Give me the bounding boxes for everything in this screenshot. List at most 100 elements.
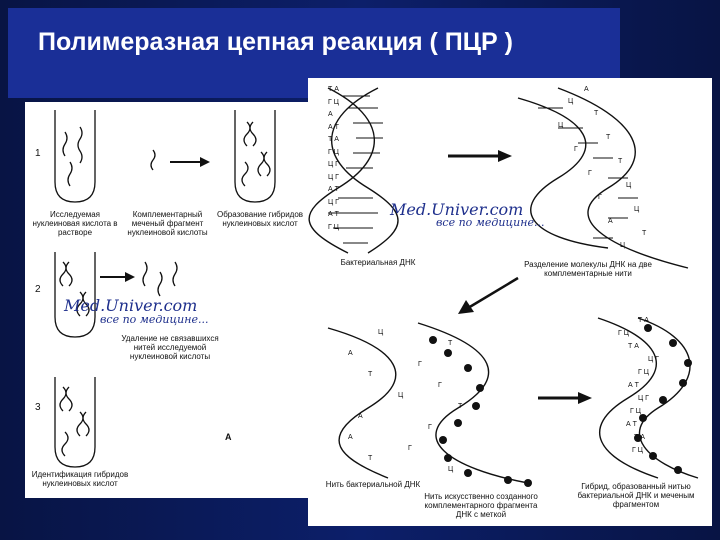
label-hybrid: Гибрид, образованный нитью бактериальной…	[577, 482, 695, 509]
base-label: А Т	[628, 382, 639, 389]
hybrid	[59, 261, 73, 287]
label-step1-fragment: Комплементарный меченый фрагмент нуклеин…	[127, 210, 208, 237]
step-number-3: 3	[35, 402, 41, 413]
helix-strand	[637, 317, 699, 479]
base-label: Г	[598, 194, 602, 201]
base-label: Т	[618, 158, 623, 165]
label-dots	[634, 324, 692, 474]
strand	[142, 261, 148, 287]
letter-a: А	[225, 432, 232, 442]
arrow-top-head	[498, 150, 512, 162]
bases-top-right: А Ц Т Ц Т Г Т Г Ц Г Ц А Т Ц	[538, 84, 688, 252]
base-label: Ц	[620, 242, 626, 249]
base-label: Г Ц	[328, 148, 339, 156]
base-label: Т	[606, 134, 611, 141]
strand	[77, 126, 83, 164]
base-label: Г	[408, 444, 412, 452]
base-label: Г	[438, 381, 442, 389]
label-bacterial-strand: Нить бактериальной ДНК	[325, 480, 421, 489]
strand	[62, 131, 68, 157]
label-artificial-strand: Нить искусственно созданного комплемента…	[424, 492, 538, 519]
base-label: Г Ц	[328, 223, 339, 231]
base-label: Т	[594, 110, 599, 117]
base-label: Ц	[568, 98, 574, 105]
base-label: Ц	[634, 206, 640, 213]
base-label: А	[348, 434, 353, 441]
base-label: Г	[574, 146, 578, 153]
base-label: Т А	[628, 343, 639, 350]
bases-bottom-right: Т А Г Ц Т А Ц Г Г Ц А Т Ц Г Г Ц А Т Т А …	[608, 314, 698, 457]
base-label: Ц	[398, 392, 404, 399]
watermark-left-sub: все по медицине...	[100, 313, 209, 326]
label-bacterial-dna: Бактериальная ДНК	[340, 258, 416, 267]
bases-bottom-left: Ц Т А Г Т Г Ц Т А Г А Г Т Ц	[338, 328, 488, 475]
base-label: А Т	[328, 211, 339, 218]
base-label: Т А	[328, 136, 339, 143]
right-figure-drawing	[308, 87, 699, 487]
base-label: А	[358, 413, 363, 420]
base-label: Т	[368, 371, 373, 378]
base-label: А	[584, 86, 589, 93]
base-label: Т	[458, 402, 463, 410]
bases-top-left: Т А Г Ц А А Т Т А Г Ц Ц Г Ц Г А Т Ц Г А …	[328, 84, 388, 234]
helix-strand	[308, 87, 375, 254]
watermark-right: Med.Univer.com	[390, 200, 524, 219]
base-label: Ц	[558, 122, 564, 129]
base-label: А	[348, 350, 353, 357]
base-label: Ц Г	[328, 173, 339, 181]
helix-strand	[327, 327, 397, 479]
base-label: Т А	[634, 434, 645, 441]
base-label: Ц Г	[638, 395, 649, 402]
strand	[172, 261, 178, 287]
hybrid	[241, 161, 249, 187]
base-label: А Т	[328, 186, 339, 193]
test-tube-2	[54, 252, 96, 338]
label-step1-hybrid: Образование гибридов нуклеиновых кислот	[216, 210, 304, 228]
hybrid	[76, 411, 90, 437]
arrow-diagonal-head	[458, 300, 474, 314]
base-label: Г Ц	[632, 447, 643, 454]
helix-strand	[331, 87, 399, 254]
base-label: Г Ц	[638, 369, 649, 376]
label-step3-ident: Идентификация гибридов нуклеиновых кисло…	[31, 470, 129, 488]
slide-title: Полимеразная цепная реакция ( ПЦР )	[38, 28, 513, 56]
left-figure-drawing	[54, 110, 276, 468]
base-label: Ц Г	[328, 161, 339, 168]
arrow-2-head	[125, 272, 135, 282]
arrow-1-head	[200, 157, 210, 167]
base-label: Г Ц	[328, 98, 339, 106]
base-label: Г	[588, 170, 592, 177]
base-label: А Т	[328, 123, 339, 131]
left-figure-panel: 1 2 3 Исследуемая нуклеиновая кислота в …	[25, 102, 308, 498]
base-label: Г	[418, 360, 422, 368]
hybrid	[243, 121, 257, 147]
helix-strand	[557, 87, 689, 269]
base-stubs	[538, 107, 638, 239]
base-label: Ц	[448, 465, 454, 473]
base-label: Г Ц	[618, 330, 629, 337]
label-separation: Разделение молекулы ДНК на две комплемен…	[524, 260, 652, 278]
helix-strand	[517, 97, 609, 249]
base-label: Ц	[378, 329, 384, 336]
base-label: Т А	[638, 317, 649, 324]
right-figure-panel: Бактериальная ДНК Разделение молекулы ДН…	[308, 78, 712, 526]
base-label: А	[328, 111, 333, 118]
base-pairs	[328, 95, 383, 244]
helix-strand	[597, 317, 659, 479]
base-label: Г	[428, 423, 432, 431]
base-label: А Т	[626, 421, 637, 428]
step-number-2: 2	[35, 284, 41, 295]
strand	[67, 161, 73, 187]
base-label: Т	[448, 339, 453, 347]
arrow-bottom-head	[578, 392, 592, 404]
arrow-diagonal	[467, 276, 519, 310]
helix-strand	[417, 322, 529, 484]
base-label: Г Ц	[630, 408, 641, 415]
watermark-right-sub: все по медицине...	[436, 216, 545, 229]
base-label: Ц Г	[328, 198, 339, 206]
test-tube-1b	[234, 110, 276, 203]
base-label: Т	[642, 230, 647, 237]
label-dots	[429, 336, 532, 487]
hybrid	[76, 291, 90, 317]
label-step2-removal: Удаление не связавшихся нитей исследуемо…	[121, 334, 219, 361]
